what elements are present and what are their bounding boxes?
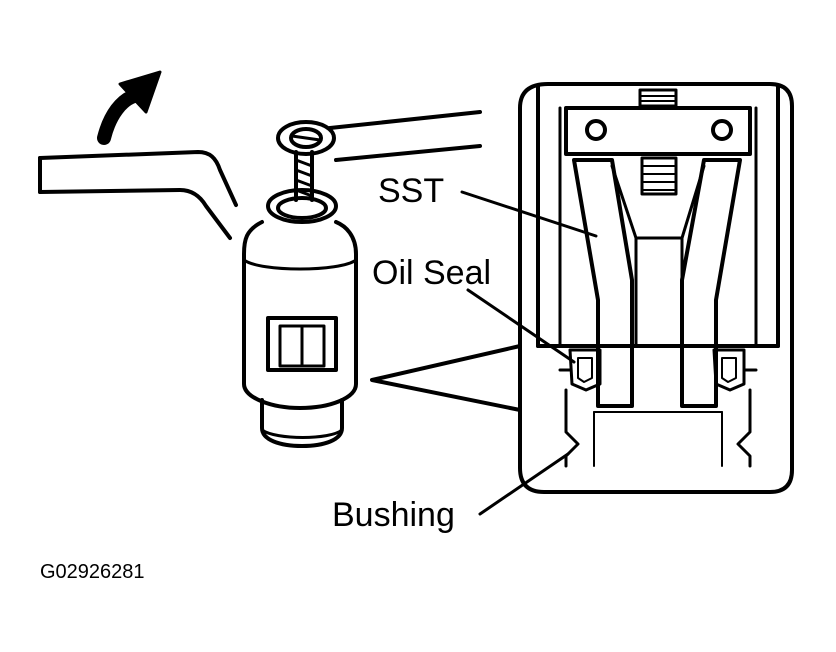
tool-body xyxy=(242,220,358,448)
oil-seal-left xyxy=(568,348,602,392)
oil-seal-right xyxy=(712,348,746,392)
wrench xyxy=(38,110,482,240)
bolt-shaft xyxy=(294,150,314,202)
sst-leader-line xyxy=(460,190,598,238)
detail-callout-pointer xyxy=(370,344,522,412)
figure-code: G02926281 xyxy=(40,561,145,583)
oil-seal-leader-line xyxy=(466,288,576,364)
sst-label: SST xyxy=(378,172,444,210)
rotation-arrow-icon xyxy=(97,70,162,145)
oil-seal-label: Oil Seal xyxy=(372,254,491,292)
detail-inset-frame xyxy=(518,82,794,494)
detail-cross-section xyxy=(536,84,780,468)
bushing-leader-line xyxy=(478,452,570,516)
bushing-label: Bushing xyxy=(332,496,455,534)
